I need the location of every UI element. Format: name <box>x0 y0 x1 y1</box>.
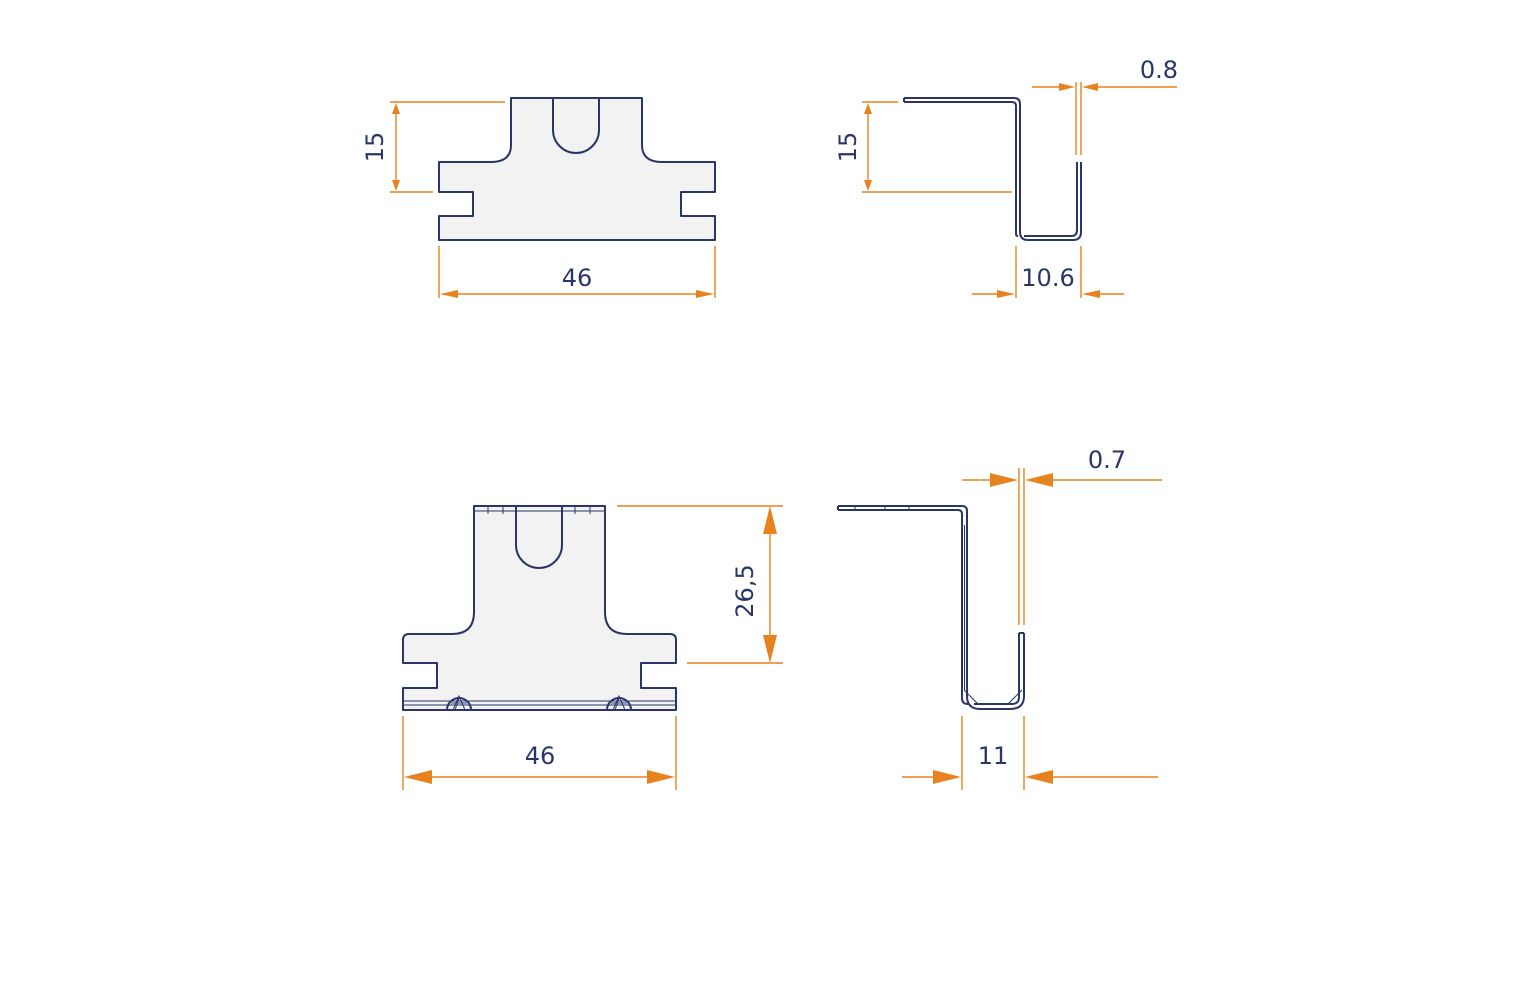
clip-outline <box>402 505 677 711</box>
dim-arrow <box>864 103 872 114</box>
dim-height-label: 15 <box>361 132 389 163</box>
dim-arrow <box>392 103 400 114</box>
dim-arrow <box>1025 770 1053 784</box>
profile-outer <box>838 505 1025 710</box>
dim-arrow <box>1082 290 1100 298</box>
dim-arrow <box>864 180 872 191</box>
dim-width-label: 46 <box>562 264 593 292</box>
dim-arrow <box>440 290 458 298</box>
profile-inner <box>904 101 1019 237</box>
dim-arrow <box>647 770 675 784</box>
side-view-bottom: 0.7 11 <box>837 446 1162 790</box>
side-view-top: 0.8 15 10.6 <box>834 56 1178 298</box>
dim-depth-label: 11 <box>978 742 1009 770</box>
dim-width-label: 46 <box>525 742 556 770</box>
dim-arrow <box>404 770 432 784</box>
front-view-bottom: 26,5 46 <box>402 505 783 790</box>
profile-inner <box>838 509 969 705</box>
dim-height-label: 15 <box>834 132 862 163</box>
dim-arrow <box>1059 83 1075 91</box>
clip-outline <box>438 97 716 241</box>
front-view-top: 15 46 <box>361 97 716 298</box>
slot-hole <box>552 98 600 154</box>
dim-arrow <box>997 290 1015 298</box>
dim-arrow <box>1082 83 1098 91</box>
profile-outer <box>904 97 1082 241</box>
dim-arrow <box>763 635 777 663</box>
dim-arrow <box>696 290 714 298</box>
dim-height-label: 26,5 <box>731 564 759 617</box>
rivet <box>606 694 632 711</box>
dim-arrow <box>1025 473 1053 487</box>
dim-arrow <box>763 506 777 534</box>
dim-arrow <box>392 180 400 191</box>
dim-thickness-label: 0.8 <box>1140 56 1178 84</box>
dim-depth-label: 10.6 <box>1021 264 1074 292</box>
slot-hole <box>515 506 563 569</box>
dim-thickness-label: 0.7 <box>1088 446 1126 474</box>
dim-arrow <box>990 473 1018 487</box>
rivet <box>446 694 472 711</box>
dim-arrow <box>933 770 961 784</box>
